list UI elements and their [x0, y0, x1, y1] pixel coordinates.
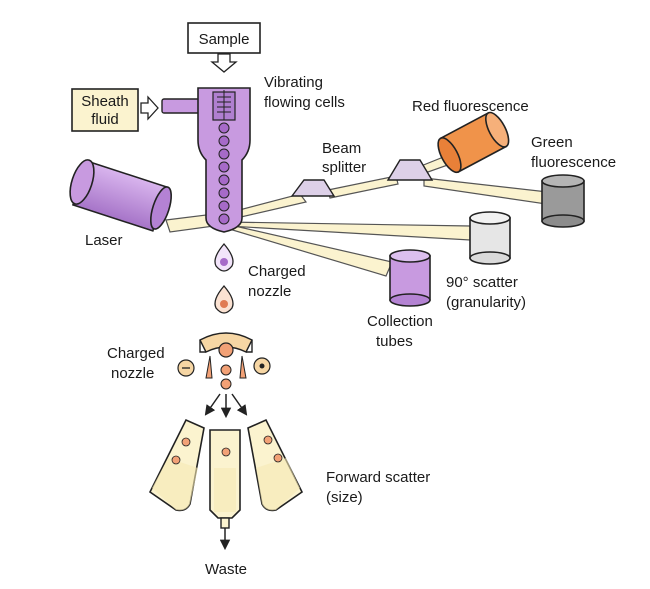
cell-stream: [218, 122, 230, 225]
beam-splitter-label-line2: splitter: [322, 159, 366, 176]
green-fluorescence-label-line1: Green: [531, 134, 573, 151]
laser-cylinder: [69, 159, 173, 232]
collection-tubes-label-line2: tubes: [376, 333, 413, 350]
side-scatter-detector: [469, 211, 511, 265]
sheath-fluid-box: Sheath fluid: [71, 88, 159, 132]
beam-splitter-prism-2: [386, 159, 434, 181]
red-fluorescence-label: Red fluorescence: [412, 98, 529, 115]
waste-label: Waste: [205, 561, 247, 578]
charged-nozzle-lower-line1: Charged: [107, 345, 165, 362]
collection-tubes-detector: [389, 249, 431, 307]
laser-label: Laser: [85, 232, 123, 249]
deflection-plates: [177, 332, 271, 390]
flow-cell: [197, 87, 251, 233]
red-fluorescence-detector: [437, 111, 510, 174]
sorting-arrows: [204, 393, 248, 419]
sheath-fluid-label-line1: Sheath: [81, 93, 129, 110]
collection-tubes-label-line1: Collection: [367, 313, 433, 330]
sheath-inlet-tube: [161, 98, 203, 114]
vibrating-label-line1: Vibrating: [264, 74, 323, 91]
charged-nozzle-upper-line2: nozzle: [248, 283, 291, 300]
left-collection-tube: [148, 418, 205, 512]
charged-nozzle-lower-line2: nozzle: [111, 365, 154, 382]
green-fluorescence-label-line2: fluorescence: [531, 154, 616, 171]
beam-splitter-label-line1: Beam: [322, 140, 361, 157]
green-fluorescence-detector: [541, 174, 585, 228]
beam-splitter-prism-1: [290, 179, 336, 197]
scatter-90-label-line2: (granularity): [446, 294, 526, 311]
vibrating-label-line2: flowing cells: [264, 94, 345, 111]
forward-scatter-label-line2: (size): [326, 489, 363, 506]
sample-box: Sample: [187, 22, 261, 73]
charged-nozzle-upper-line1: Charged: [248, 263, 306, 280]
sample-label: Sample: [199, 31, 250, 48]
forward-scatter-label-line1: Forward scatter: [326, 469, 430, 486]
center-waste-tube: [209, 429, 241, 551]
right-collection-tube: [247, 418, 304, 512]
charged-droplets: [214, 243, 234, 314]
scatter-90-label-line1: 90° scatter: [446, 274, 518, 291]
sheath-fluid-label-line2: fluid: [91, 111, 119, 128]
